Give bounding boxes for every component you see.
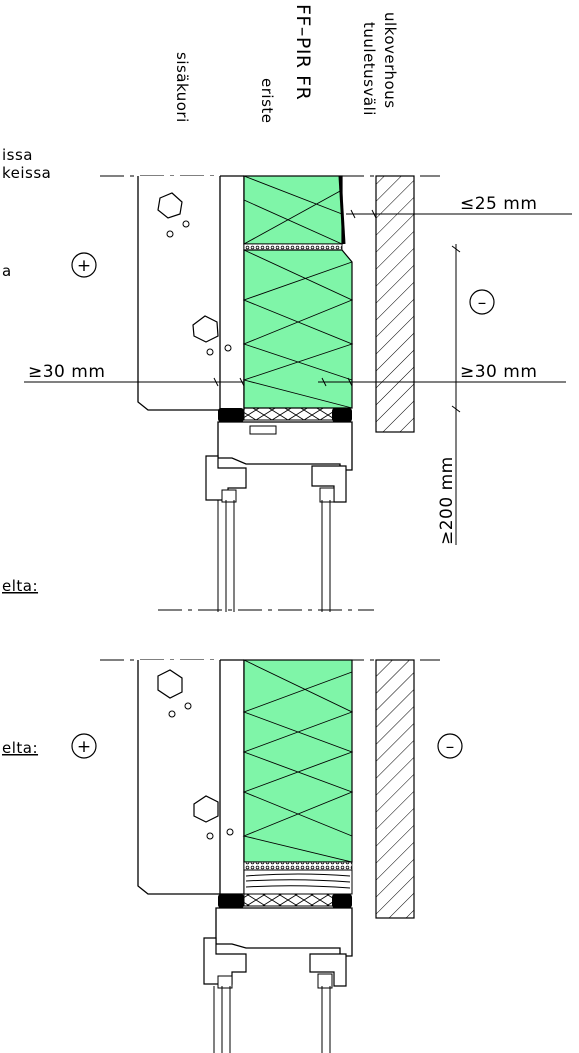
left-text-keissa: keissa — [2, 164, 51, 182]
left-text-issa: issa — [2, 146, 33, 164]
inner-shell — [137, 176, 221, 411]
crossed-strip — [243, 893, 335, 907]
dim-min-right-30: ≥30 mm — [460, 362, 537, 382]
minus-symbol-circle — [437, 733, 463, 759]
label-ulkoverhous: ulkoverhous — [381, 12, 399, 109]
bottom-detail: + – — [71, 659, 463, 1053]
minus-symbol-circle — [469, 289, 495, 315]
plus-symbol: + — [77, 737, 91, 757]
seal-left — [218, 408, 244, 422]
inner-shell — [137, 660, 221, 895]
left-text-elta-1: elta: — [2, 577, 38, 595]
label-ff-pir-fr: FF–PIR FR — [292, 4, 314, 100]
foam-strip — [243, 861, 353, 871]
insulation-block — [243, 659, 353, 863]
minus-symbol: – — [446, 737, 455, 757]
minus-symbol: – — [478, 293, 487, 313]
plus-symbol-circle — [71, 733, 97, 759]
label-sisakuori: sisäkuori — [173, 52, 191, 123]
label-eriste: eriste — [258, 78, 276, 124]
plus-symbol: + — [77, 256, 91, 276]
plus-symbol-circle — [71, 252, 97, 278]
seal-right — [332, 408, 352, 422]
left-text-a: a — [2, 262, 12, 280]
foam-strip — [243, 243, 343, 251]
window-sash-left — [203, 937, 247, 985]
seal-left — [218, 894, 244, 908]
dim-min-left-30: ≥30 mm — [28, 362, 105, 382]
label-tuuletusvali: tuuletusväli — [360, 22, 378, 116]
top-detail: + – ≤25 mm ≥30 mm ≥30 mm ≥200 mm — [24, 175, 572, 612]
window-frame — [217, 421, 353, 471]
window-sash-left — [205, 455, 247, 501]
crossed-strip — [243, 407, 335, 421]
window-frame — [215, 907, 353, 957]
cladding — [375, 175, 415, 433]
left-text-elta-2: elta: — [2, 739, 38, 757]
dim-max-cavity: ≤25 mm — [460, 194, 537, 214]
seal-right — [332, 894, 352, 908]
insulation-block — [243, 175, 343, 245]
cladding — [375, 659, 415, 919]
dim-min-200: ≥200 mm — [437, 456, 457, 545]
window-sash-right — [309, 953, 347, 987]
